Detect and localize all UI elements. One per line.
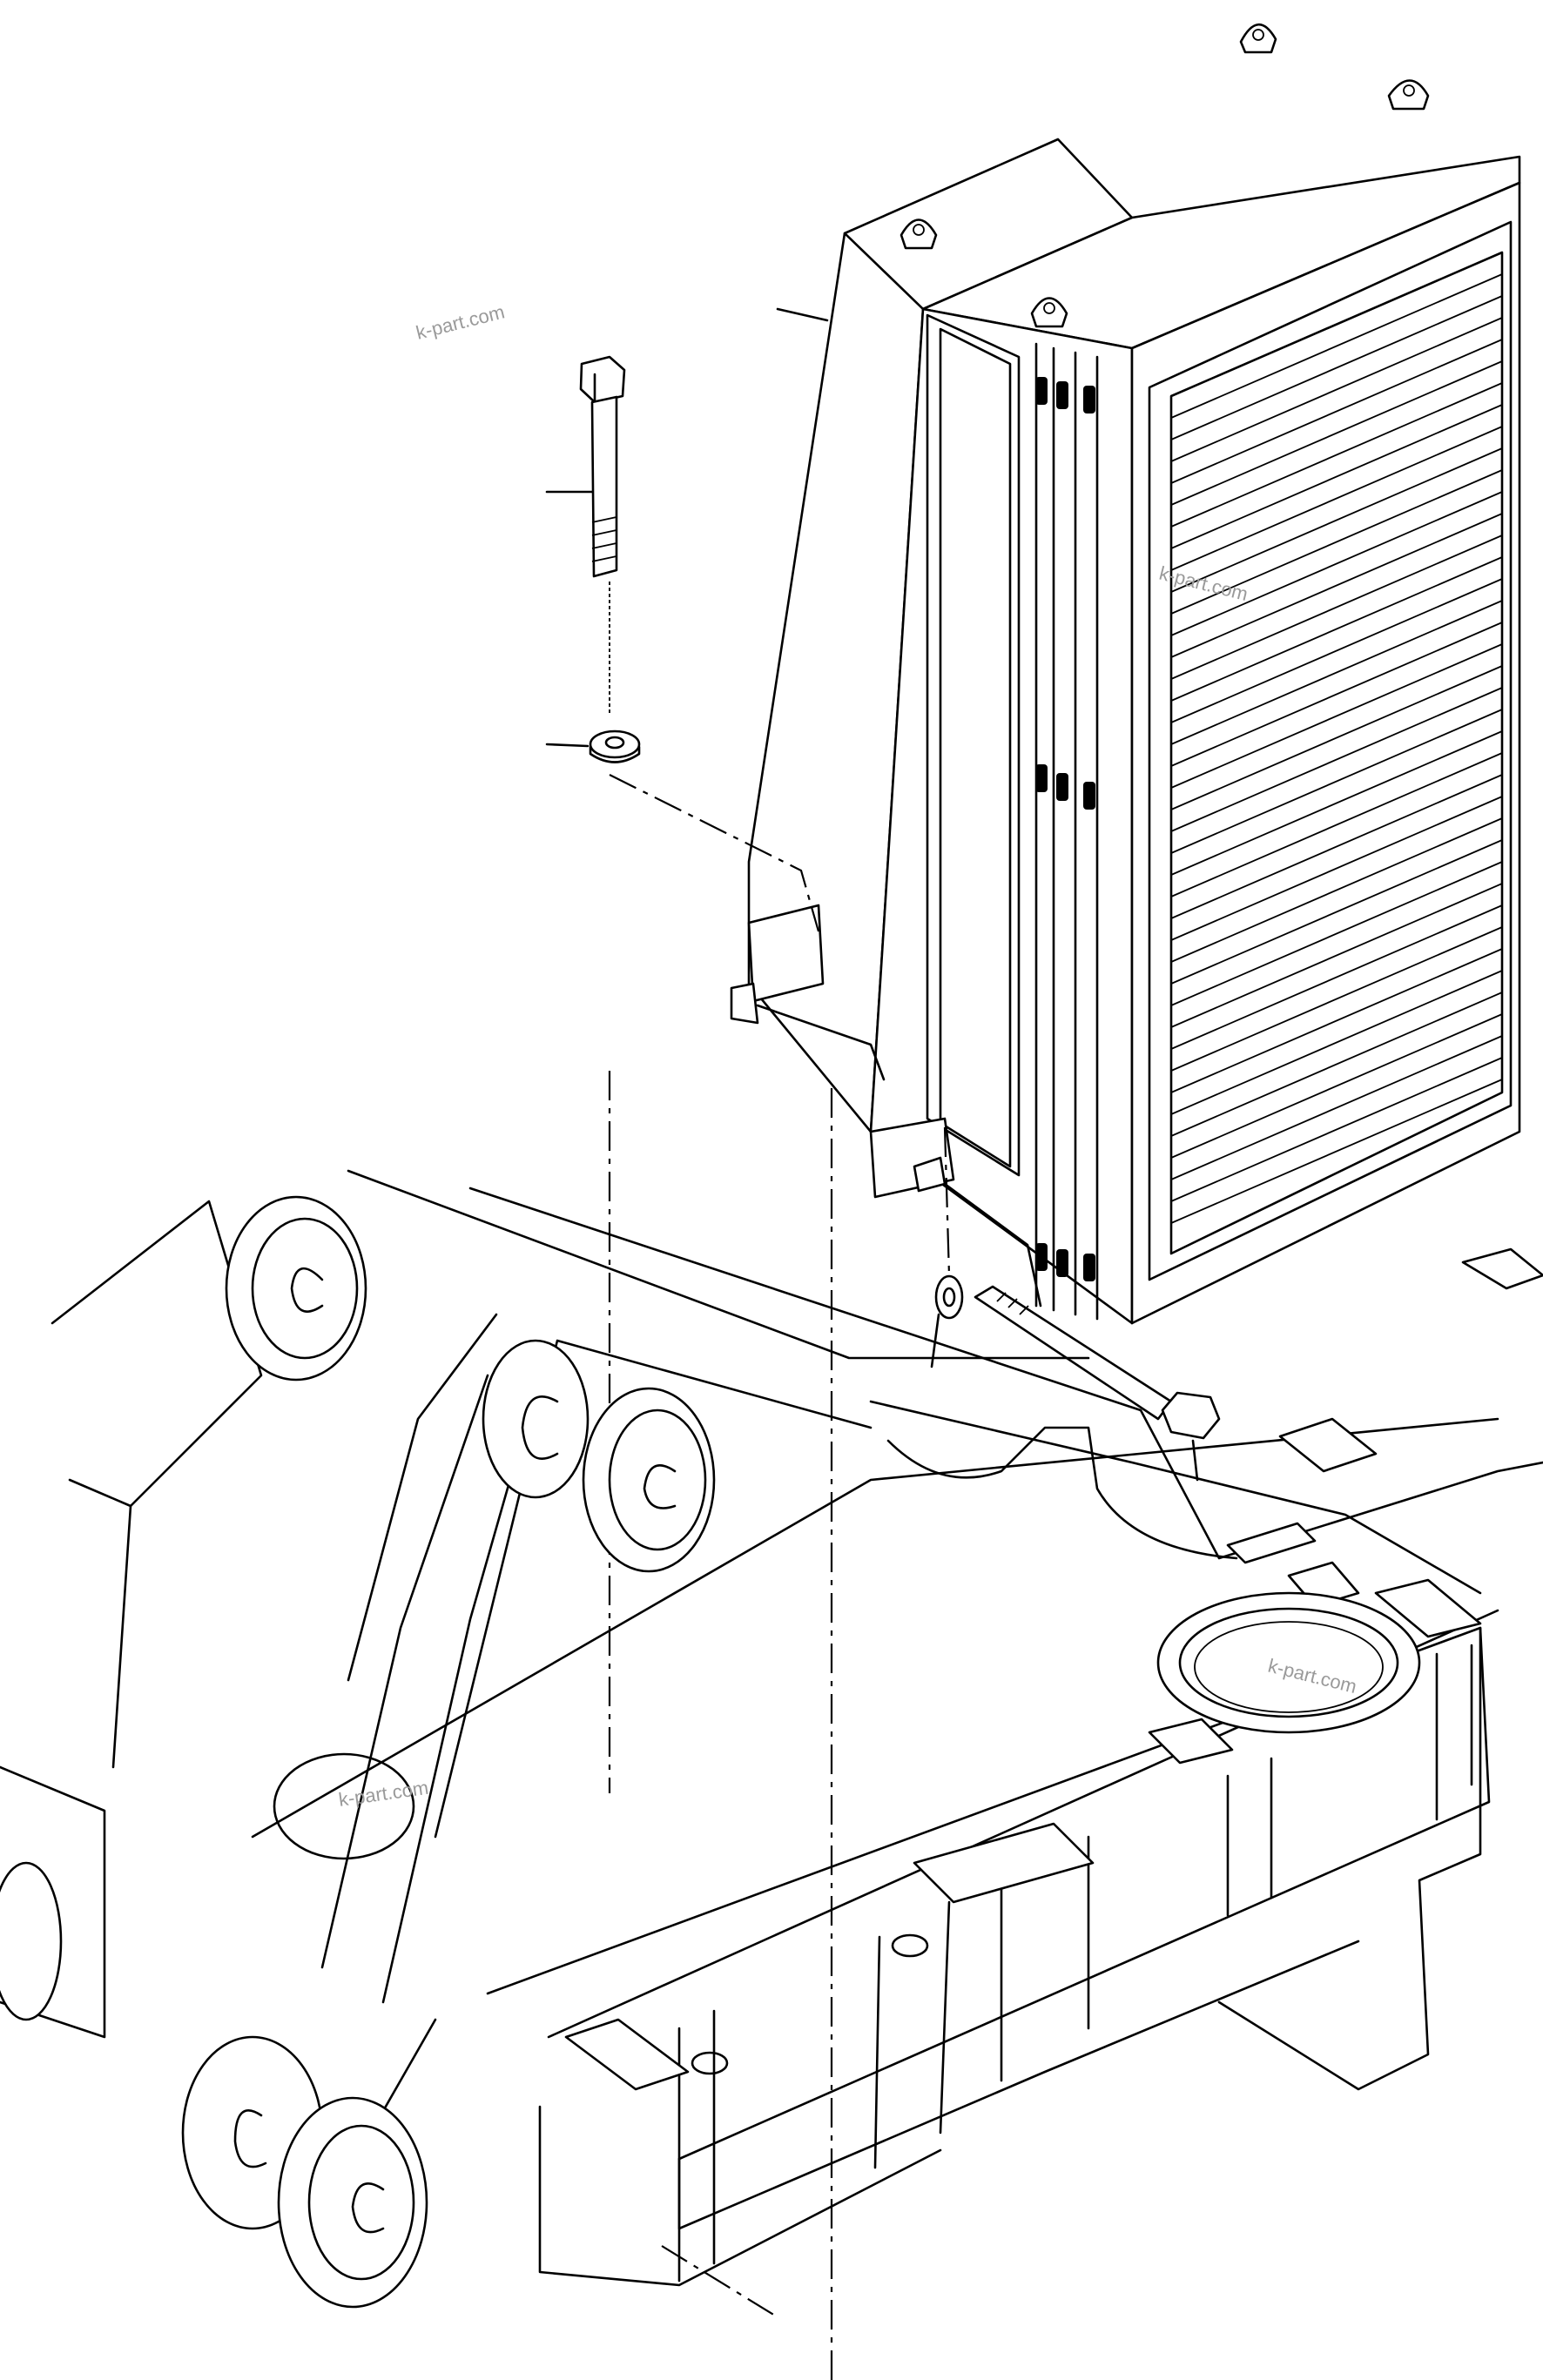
mount-bolt xyxy=(974,1285,1221,1482)
radiator-assembly xyxy=(730,24,1521,1325)
watermark-frame-left: k-part.com xyxy=(337,1777,429,1811)
mount-washer xyxy=(930,1274,964,1368)
assembly-lines xyxy=(608,774,951,2380)
lift-arm-brackets xyxy=(0,1195,716,2309)
washer xyxy=(545,729,641,763)
lifting-lugs xyxy=(900,24,1430,328)
main-frame xyxy=(0,1169,1543,2309)
hinges xyxy=(1035,377,1095,1281)
radiator-grille xyxy=(1170,273,1503,1224)
bolt xyxy=(545,355,626,714)
watermark-top-left: k-part.com xyxy=(414,300,507,343)
